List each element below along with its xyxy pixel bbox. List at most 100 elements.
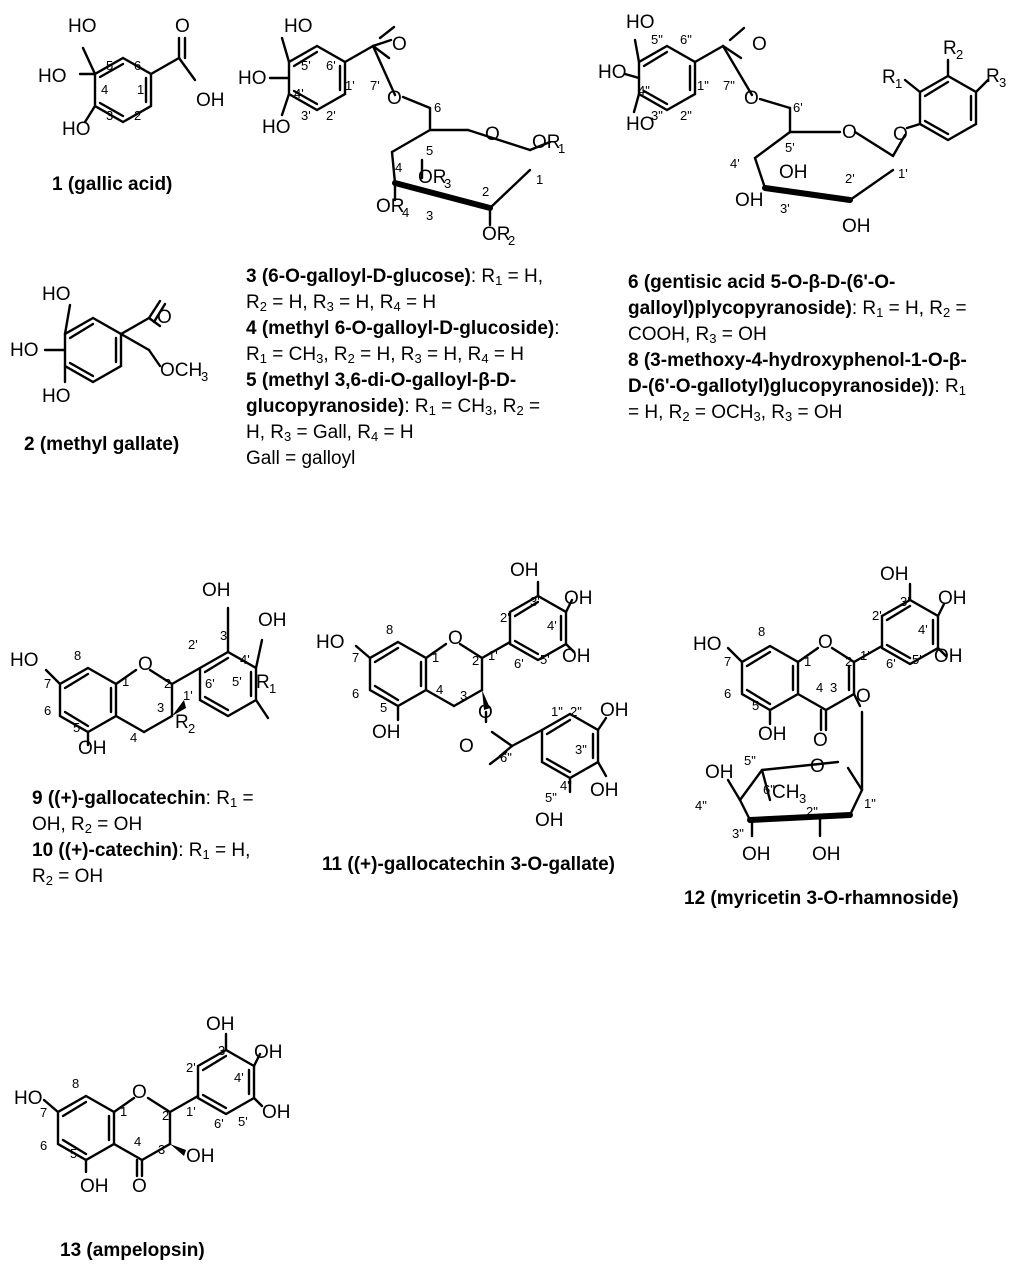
svg-text:OH: OH xyxy=(535,810,564,831)
svg-text:3': 3' xyxy=(301,108,311,123)
svg-text:4": 4" xyxy=(638,83,650,98)
compound-11-number: 11 xyxy=(322,854,343,875)
svg-text:OH: OH xyxy=(202,580,231,601)
svg-text:6': 6' xyxy=(886,656,896,671)
svg-text:HO: HO xyxy=(598,62,627,83)
caption-compounds-9-10: 9 ((+)-gallocatechin: R1 = OH, R2 = OH 1… xyxy=(32,788,254,888)
svg-text:3: 3 xyxy=(799,791,806,806)
svg-text:O: O xyxy=(459,736,474,757)
svg-text:1": 1" xyxy=(864,796,876,811)
structure-9-10-catechin: OH OH 3' 2' 4' HO 8 O 7 1 2 1' 6' 5' R 1… xyxy=(10,580,287,759)
svg-text:6': 6' xyxy=(326,58,336,73)
svg-text:3': 3' xyxy=(218,1043,228,1058)
svg-text:OH: OH xyxy=(938,588,967,609)
svg-text:OH: OH xyxy=(742,844,771,865)
svg-text:2": 2" xyxy=(680,108,692,123)
svg-text:3': 3' xyxy=(530,594,540,609)
svg-text:6': 6' xyxy=(214,1116,224,1131)
svg-text:8: 8 xyxy=(72,1076,79,1091)
svg-text:2: 2 xyxy=(845,654,852,669)
svg-text:3': 3' xyxy=(220,628,230,643)
svg-text:5': 5' xyxy=(785,140,795,155)
svg-text:O: O xyxy=(752,34,767,55)
svg-text:1: 1 xyxy=(269,681,276,696)
svg-text:1': 1' xyxy=(488,648,498,663)
svg-text:R: R xyxy=(943,38,957,59)
svg-text:2': 2' xyxy=(872,608,882,623)
svg-text:HO: HO xyxy=(10,650,39,671)
svg-text:OR: OR xyxy=(418,167,447,188)
svg-text:3": 3" xyxy=(575,742,587,757)
svg-text:OH: OH xyxy=(78,738,107,759)
compound-12-title: (myricetin 3-O-rhamnoside) xyxy=(710,888,959,909)
svg-text:HO: HO xyxy=(626,114,655,135)
svg-text:7": 7" xyxy=(723,78,735,93)
svg-text:R: R xyxy=(175,712,189,733)
svg-text:HO: HO xyxy=(62,119,91,140)
svg-text:5": 5" xyxy=(651,32,663,47)
svg-text:O: O xyxy=(842,122,857,143)
svg-text:6': 6' xyxy=(514,656,524,671)
svg-text:4: 4 xyxy=(130,730,137,745)
compound-11-title: ((+)-gallocatechin 3-O-gallate) xyxy=(347,854,615,875)
svg-text:2: 2 xyxy=(472,653,479,668)
svg-text:1: 1 xyxy=(137,82,144,97)
svg-text:3: 3 xyxy=(426,208,433,223)
svg-text:2": 2" xyxy=(806,804,818,819)
svg-text:HO: HO xyxy=(284,16,313,37)
svg-text:O: O xyxy=(744,88,759,109)
svg-text:6": 6" xyxy=(500,750,512,765)
caption-compound-11: 11 ((+)-gallocatechin 3-O-gallate) xyxy=(322,852,615,878)
svg-text:HO: HO xyxy=(693,634,722,655)
svg-text:3: 3 xyxy=(444,176,451,191)
svg-text:6: 6 xyxy=(134,58,141,73)
svg-text:O: O xyxy=(485,124,500,145)
svg-text:2: 2 xyxy=(508,233,515,248)
svg-text:5': 5' xyxy=(301,58,311,73)
svg-text:1: 1 xyxy=(432,650,439,665)
svg-text:OH: OH xyxy=(510,560,539,581)
structure-2-methyl-gallate: HO O HO OCH 3 HO xyxy=(10,284,208,407)
svg-text:3: 3 xyxy=(106,108,113,123)
svg-text:5": 5" xyxy=(744,753,756,768)
compound-12-number: 12 xyxy=(684,888,706,909)
svg-text:2: 2 xyxy=(188,721,195,736)
svg-text:4: 4 xyxy=(101,82,108,97)
svg-text:OR: OR xyxy=(482,224,511,245)
svg-text:1: 1 xyxy=(895,76,902,91)
svg-text:6: 6 xyxy=(352,686,359,701)
svg-text:OH: OH xyxy=(600,700,629,721)
svg-text:2': 2' xyxy=(500,610,510,625)
svg-text:2: 2 xyxy=(164,676,171,691)
svg-text:O: O xyxy=(818,632,833,653)
svg-text:OR: OR xyxy=(532,132,561,153)
svg-text:5: 5 xyxy=(73,720,80,735)
svg-text:OCH: OCH xyxy=(160,360,202,381)
caption-compound-2: 2 (methyl gallate) xyxy=(24,432,179,458)
svg-text:6': 6' xyxy=(793,100,803,115)
svg-text:4: 4 xyxy=(816,680,823,695)
svg-text:4': 4' xyxy=(547,618,557,633)
svg-text:1': 1' xyxy=(183,688,193,703)
structure-3-5-galloyl-glucose: HO 5' 6' O HO 4' 1' 7' O 6 3' 2' HO O OR… xyxy=(238,16,565,248)
svg-text:OH: OH xyxy=(258,610,287,631)
svg-text:OH: OH xyxy=(934,646,963,667)
svg-text:O: O xyxy=(478,702,493,723)
svg-text:2': 2' xyxy=(326,108,336,123)
svg-text:3": 3" xyxy=(651,108,663,123)
svg-text:OH: OH xyxy=(186,1146,215,1167)
svg-text:O: O xyxy=(157,307,172,328)
svg-text:O: O xyxy=(387,88,402,109)
svg-text:3: 3 xyxy=(460,688,467,703)
svg-text:5': 5' xyxy=(912,652,922,667)
svg-text:1": 1" xyxy=(551,704,563,719)
svg-text:3': 3' xyxy=(780,201,790,216)
svg-text:4': 4' xyxy=(294,86,304,101)
svg-text:8: 8 xyxy=(386,622,393,637)
svg-text:3: 3 xyxy=(158,1142,165,1157)
svg-text:OH: OH xyxy=(80,1176,109,1197)
svg-text:HO: HO xyxy=(38,66,67,87)
svg-text:4": 4" xyxy=(560,778,572,793)
svg-text:8: 8 xyxy=(74,648,81,663)
